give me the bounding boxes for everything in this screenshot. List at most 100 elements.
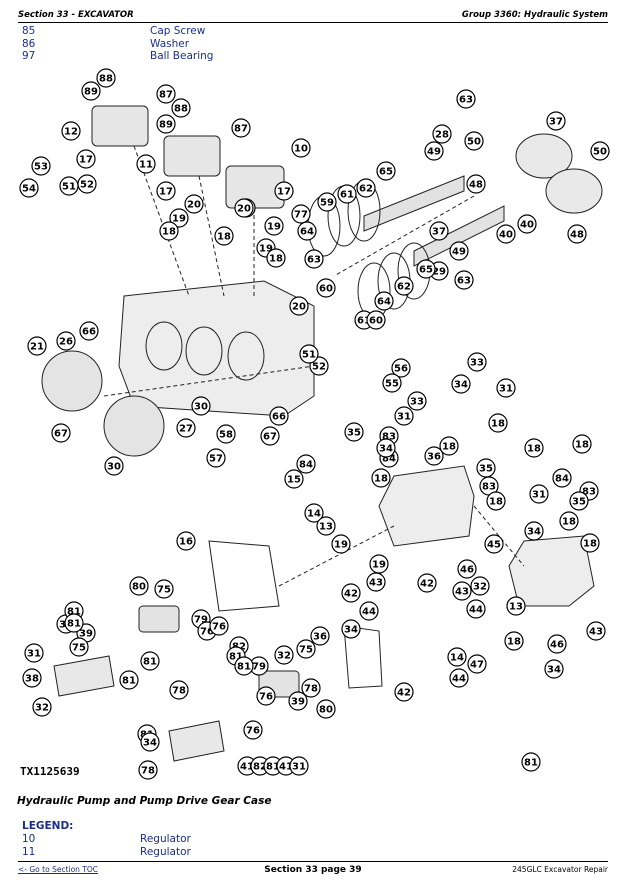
callout-label: 34: [344, 625, 358, 636]
callout-76: 76: [243, 720, 263, 740]
callout-label: 19: [259, 244, 273, 255]
callout-43: 43: [586, 621, 606, 641]
header-group: Group 3360: Hydraulic System: [461, 10, 608, 20]
callout-label: 61: [357, 316, 371, 327]
shaft-28-shape: [363, 175, 465, 232]
callout-label: 84: [382, 454, 396, 465]
callout-50: 50: [590, 141, 610, 161]
callout-label: 61: [340, 190, 354, 201]
callout-label: 16: [179, 537, 193, 548]
callout-label: 32: [35, 703, 49, 714]
callout-label: 42: [420, 579, 434, 590]
callout-48: 48: [567, 224, 587, 244]
callout-label: 20: [187, 200, 201, 211]
callout-57: 57: [206, 448, 226, 468]
callout-label: 63: [307, 255, 321, 266]
callout-label: 26: [59, 337, 73, 348]
callout-18: 18: [439, 436, 459, 456]
callout-label: 34: [527, 527, 541, 538]
callout-label: 10: [294, 144, 308, 155]
callout-33: 33: [467, 352, 487, 372]
callout-label: 31: [397, 412, 411, 423]
callout-78: 78: [138, 760, 158, 780]
part-description: Washer: [150, 37, 190, 50]
callout-label: 46: [460, 565, 474, 576]
callout-18: 18: [214, 226, 234, 246]
callout-label: 42: [344, 589, 358, 600]
callout-label: 66: [272, 412, 286, 423]
parts-row: 86 Washer: [22, 38, 322, 51]
pump-body-shape: [378, 465, 475, 547]
callout-17: 17: [274, 181, 294, 201]
callout-label: 21: [30, 342, 44, 353]
callout-label: 77: [294, 210, 308, 221]
callout-40: 40: [496, 224, 516, 244]
callout-label: 62: [397, 282, 411, 293]
callout-label: 20: [237, 204, 251, 215]
callout-label: 76: [212, 622, 226, 633]
callout-label: 81: [67, 619, 81, 630]
callout-label: 81: [237, 662, 251, 673]
callout-34: 34: [341, 619, 361, 639]
callout-label: 30: [107, 462, 121, 473]
callout-59: 59: [317, 192, 337, 212]
callout-78: 78: [301, 678, 321, 698]
callout-20: 20: [184, 194, 204, 214]
callout-43: 43: [366, 572, 386, 592]
callout-20: 20: [289, 296, 309, 316]
callout-51: 51: [299, 344, 319, 364]
callout-45: 45: [484, 534, 504, 554]
callout-18: 18: [559, 511, 579, 531]
callout-label: 18: [489, 497, 503, 508]
callout-label: 83: [582, 487, 596, 498]
assembly-line: [278, 525, 395, 587]
callout-31: 31: [289, 756, 309, 776]
callout-label: 18: [583, 539, 597, 550]
callout-81: 81: [64, 613, 84, 633]
callout-60: 60: [366, 310, 386, 330]
callout-63: 63: [454, 270, 474, 290]
callout-label: 89: [159, 120, 173, 131]
callout-label: 41: [279, 762, 293, 773]
callout-label: 13: [319, 522, 333, 533]
callout-label: 18: [507, 637, 521, 648]
callout-18: 18: [486, 491, 506, 511]
callout-18: 18: [371, 468, 391, 488]
callout-67: 67: [260, 426, 280, 446]
callout-label: 39: [79, 629, 93, 640]
callout-label: 30: [194, 402, 208, 413]
callout-label: 78: [172, 686, 186, 697]
figure-caption: Hydraulic Pump and Pump Drive Gear Case: [17, 795, 272, 807]
callout-label: 42: [397, 688, 411, 699]
callout-36: 36: [424, 446, 444, 466]
callout-label: 19: [172, 214, 186, 225]
callout-label: 34: [547, 665, 561, 676]
page-header: Section 33 - EXCAVATOR Group 3360: Hydra…: [18, 6, 608, 22]
callout-label: 79: [252, 662, 266, 673]
callout-label: 41: [240, 762, 254, 773]
callout-87: 87: [156, 84, 176, 104]
callout-84: 84: [296, 454, 316, 474]
legend-description: Regulator: [140, 833, 191, 845]
callout-44: 44: [359, 601, 379, 621]
callout-51: 51: [59, 176, 79, 196]
callout-18: 18: [488, 413, 508, 433]
callout-label: 60: [369, 316, 383, 327]
callout-label: 35: [347, 428, 361, 439]
callout-53: 53: [31, 156, 51, 176]
cylinder-block-shape: [545, 168, 603, 214]
callout-66: 66: [269, 406, 289, 426]
callout-32: 32: [32, 697, 52, 717]
callout-14: 14: [447, 647, 467, 667]
callout-13: 13: [506, 596, 526, 616]
callout-label: 67: [54, 429, 68, 440]
section-toc-link[interactable]: <- Go to Section TOC: [18, 865, 99, 874]
assembly-line: [333, 195, 475, 277]
callout-label: 81: [229, 652, 243, 663]
callout-label: 19: [372, 560, 386, 571]
callout-label: 32: [473, 582, 487, 593]
callout-43: 43: [452, 581, 472, 601]
callout-label: 80: [132, 582, 146, 593]
callout-36: 36: [310, 626, 330, 646]
housing-bore: [185, 326, 223, 376]
